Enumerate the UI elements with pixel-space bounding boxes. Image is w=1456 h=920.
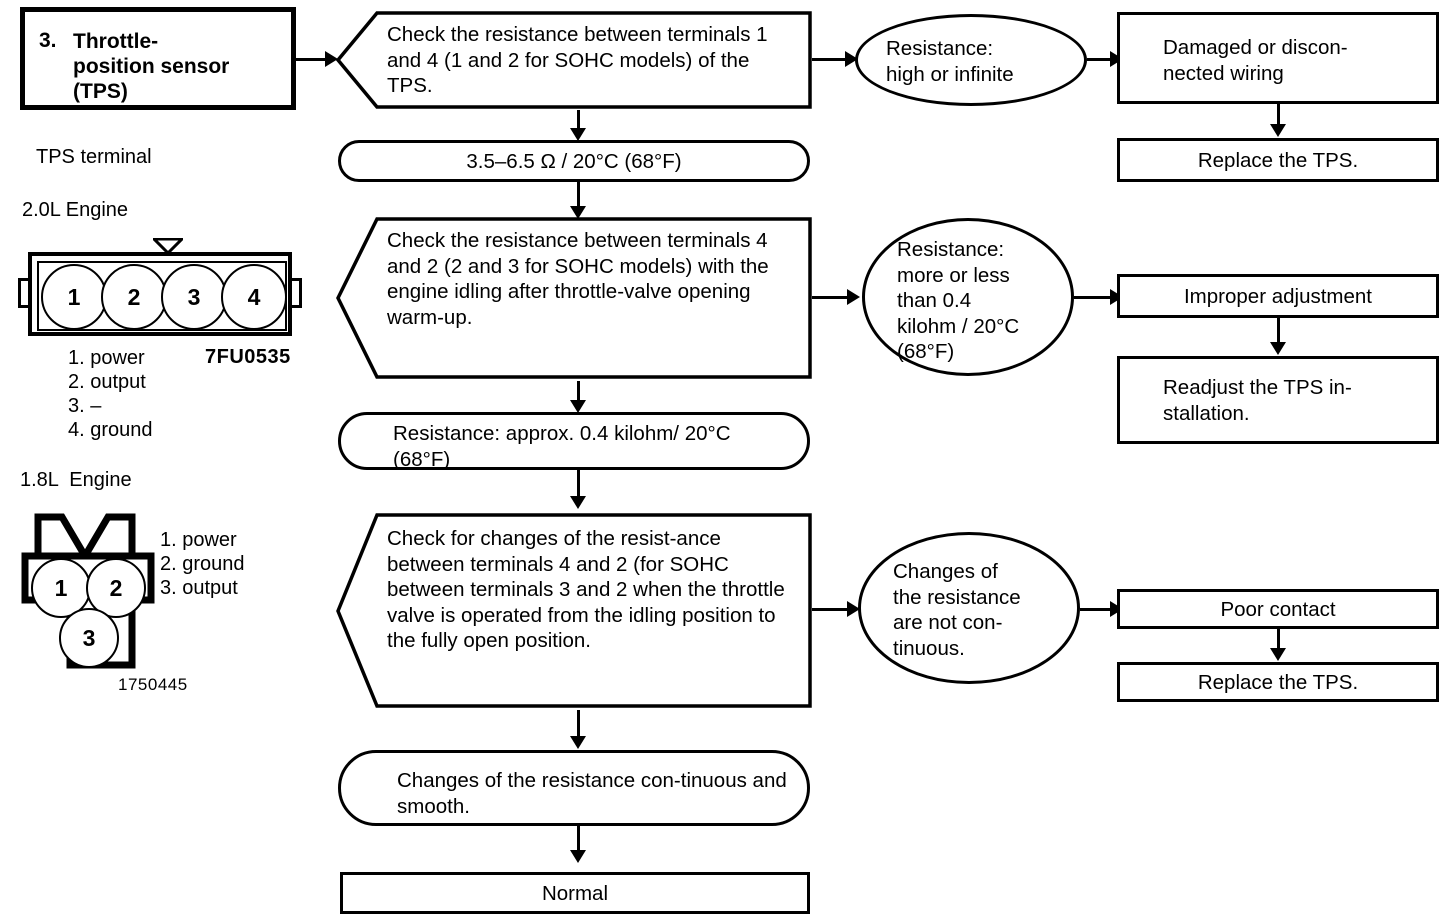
- part-code-7fu0535: 7FU0535: [205, 346, 291, 368]
- pin-3: 3: [161, 264, 227, 330]
- arrow-cause2-to-remedy2-line: [1277, 318, 1280, 346]
- pin-3-label: 3: [187, 283, 201, 310]
- step2-remedy-box: Readjust the TPS in- stallation.: [1117, 356, 1439, 444]
- step1-check-hexagon: Check the resistance between terminals 1…: [335, 10, 813, 110]
- step3-check-text: Check for changes of the resist-ance bet…: [387, 527, 785, 652]
- connector-shell-inner: 1 2 3 4: [37, 261, 287, 331]
- pin-2: 2: [101, 264, 167, 330]
- arrow-cause1-to-remedy1-head: [1270, 124, 1286, 137]
- step1-remedy-text: Replace the TPS.: [1197, 149, 1359, 172]
- section-title-text: Throttle-position sensor(TPS): [73, 30, 230, 103]
- step2-remedy-text: Readjust the TPS in- stallation.: [1163, 376, 1352, 425]
- section-number: 3.: [39, 29, 57, 52]
- arrow-title-to-step1-head: [325, 51, 338, 67]
- arrow-spec1-to-step2-head: [570, 206, 586, 219]
- step3-check-hexagon: Check for changes of the resist-ance bet…: [335, 512, 813, 710]
- arrow-spec2-to-step3-line: [577, 470, 580, 500]
- step3-remedy-text: Replace the TPS.: [1197, 671, 1359, 694]
- result-normal-box: Normal: [340, 872, 810, 914]
- alignment-triangle-icon: [153, 238, 183, 254]
- arrow-fault1-to-cause1-line: [1087, 58, 1117, 61]
- step2-fault-text: Resistance: more or less than 0.4 kilohm…: [897, 238, 1020, 363]
- step3-spec-text: Changes of the resistance con-tinuous an…: [397, 769, 787, 818]
- engine-2-0-label: 2.0L Engine: [22, 199, 129, 221]
- pin-4: 4: [221, 264, 287, 330]
- arrow-step1-to-fault1-line: [812, 58, 852, 61]
- tps-terminal-heading: TPS terminal: [36, 146, 152, 168]
- hexagon-shape-icon: [336, 513, 812, 708]
- step1-check-text: Check the resistance between terminals 1…: [387, 23, 768, 97]
- result-normal-text: Normal: [541, 882, 609, 905]
- step3-fault-text: Changes of the resistance are not con- t…: [893, 560, 1021, 660]
- arrow-cause3-to-remedy3-head: [1270, 648, 1286, 661]
- step1-cause-box: Damaged or discon- nected wiring: [1117, 12, 1439, 104]
- arrow-cause1-to-remedy1-line: [1277, 104, 1280, 128]
- step2-check-hexagon: Check the resistance between terminals 4…: [335, 216, 813, 381]
- arrow-step2-to-spec2-line: [577, 381, 580, 404]
- step2-spec-text: Resistance: approx. 0.4 kilohm/ 20°C (68…: [393, 422, 731, 471]
- arrow-spec3-to-result-line: [577, 826, 580, 854]
- arrow-step3-to-fault3-head: [847, 601, 860, 617]
- arrow-step2-to-fault2-head: [847, 289, 860, 305]
- step2-fault-oval: Resistance: more or less than 0.4 kilohm…: [862, 218, 1074, 376]
- step3-cause-box: Poor contact: [1117, 589, 1439, 629]
- step1-fault-text: Resistance: high or infinite: [886, 37, 1014, 86]
- step1-fault-oval: Resistance: high or infinite: [855, 14, 1087, 106]
- step2-cause-text: Improper adjustment: [1183, 285, 1372, 308]
- step2-spec-box: Resistance: approx. 0.4 kilohm/ 20°C (68…: [338, 412, 810, 471]
- arrow-step3-to-fault3-line: [812, 608, 854, 611]
- hexagon-shape-icon: [336, 217, 812, 379]
- step3-cause-text: Poor contact: [1220, 598, 1336, 621]
- step1-remedy-box: Replace the TPS.: [1117, 138, 1439, 182]
- step1-cause-text: Damaged or discon- nected wiring: [1163, 36, 1348, 85]
- arrow-step1-to-fault1-head: [845, 51, 858, 67]
- engine-1-8-label: 1.8L Engine: [20, 469, 132, 491]
- hexagon-shape-icon: [335, 11, 812, 109]
- part-code-1750445: 1750445: [118, 675, 188, 694]
- arrow-spec1-to-step2-line: [577, 182, 580, 210]
- arrow-step1-to-spec1-line: [577, 110, 580, 132]
- pin-3: 3: [59, 608, 119, 668]
- step3-spec-box: Changes of the resistance con-tinuous an…: [338, 750, 810, 826]
- step3-remedy-box: Replace the TPS.: [1117, 662, 1439, 702]
- step2-cause-box: Improper adjustment: [1117, 274, 1439, 318]
- arrow-fault3-to-cause3-line: [1080, 608, 1117, 611]
- step2-check-text: Check the resistance between terminals 4…: [387, 229, 769, 329]
- arrow-fault2-to-cause2-line: [1074, 296, 1117, 299]
- pin-1: 1: [41, 264, 107, 330]
- connector-2-0l-diagram: 1 2 3 4: [18, 238, 308, 348]
- pin-4-label: 4: [247, 283, 261, 310]
- connector-1-8l-diagram: 1 2 3: [18, 500, 168, 670]
- arrow-step2-to-spec2-head: [570, 400, 586, 413]
- arrow-spec3-to-result-head: [570, 850, 586, 863]
- arrow-step2-to-fault2-line: [812, 296, 854, 299]
- step1-spec-text: 3.5–6.5 Ω / 20°C (68°F): [466, 150, 682, 173]
- section-title-box: 3. Throttle-position sensor(TPS): [20, 7, 296, 110]
- arrow-spec2-to-step3-head: [570, 496, 586, 509]
- arrow-title-to-step1-line: [296, 58, 328, 61]
- arrow-step3-to-spec3-line: [577, 710, 580, 740]
- arrow-step3-to-spec3-head: [570, 736, 586, 749]
- connector-shell-outer: 1 2 3 4: [28, 252, 292, 336]
- pin-1-label: 1: [67, 283, 81, 310]
- step1-spec-box: 3.5–6.5 Ω / 20°C (68°F): [338, 140, 810, 182]
- pin-1-label: 1: [54, 574, 68, 601]
- pin-3-label: 3: [82, 624, 96, 651]
- step3-fault-oval: Changes of the resistance are not con- t…: [858, 532, 1080, 684]
- arrow-cause2-to-remedy2-head: [1270, 342, 1286, 355]
- pin-2-label: 2: [127, 283, 141, 310]
- pin-2-label: 2: [109, 574, 123, 601]
- arrow-step1-to-spec1-head: [570, 128, 586, 141]
- arrow-cause3-to-remedy3-line: [1277, 629, 1280, 652]
